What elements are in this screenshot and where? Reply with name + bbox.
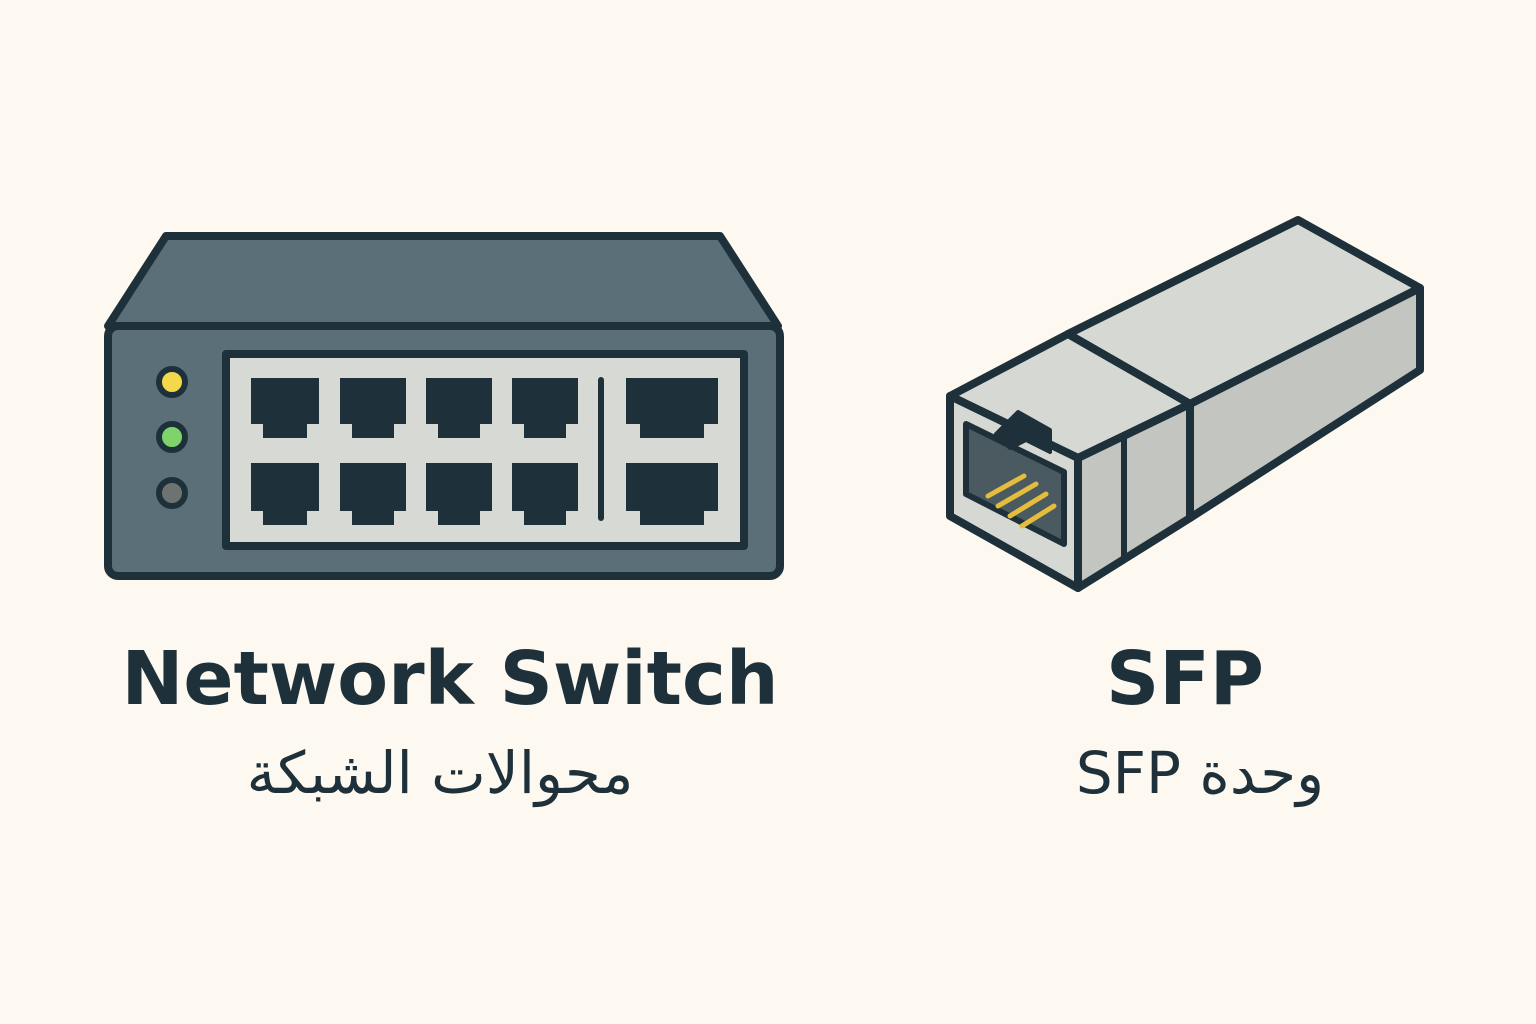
ethernet-port-icon bbox=[512, 378, 578, 438]
ethernet-port-icon bbox=[340, 463, 406, 525]
sfp-latch bbox=[994, 410, 1052, 454]
led-off-icon bbox=[156, 477, 188, 509]
ethernet-ports bbox=[251, 378, 718, 525]
ethernet-port-icon bbox=[251, 378, 319, 438]
sfp-contact-line bbox=[1019, 503, 1057, 529]
sfp-title: SFP bbox=[1105, 636, 1265, 722]
switch-top-face bbox=[104, 232, 782, 330]
ethernet-port-icon bbox=[426, 463, 492, 525]
ethernet-port-icon bbox=[340, 378, 406, 438]
switch-subtitle: محوالات الشبكة bbox=[246, 739, 634, 807]
ethernet-port-icon bbox=[626, 378, 718, 438]
sfp-module-icon bbox=[946, 216, 1424, 592]
sfp-contact-line bbox=[985, 473, 1027, 499]
ethernet-port-icon bbox=[626, 463, 718, 525]
switch-title: Network Switch bbox=[121, 636, 779, 722]
sfp-contact-line bbox=[995, 481, 1039, 509]
sfp-subtitle: وحدة SFP bbox=[1075, 739, 1325, 807]
sfp-contacts bbox=[985, 473, 1057, 529]
led-yellow-icon bbox=[156, 366, 188, 398]
ethernet-port-icon bbox=[251, 463, 319, 525]
sfp-contact-line bbox=[1007, 491, 1049, 519]
ethernet-port-icon bbox=[512, 463, 578, 525]
status-leds bbox=[156, 366, 188, 509]
led-green-icon bbox=[156, 421, 188, 453]
ethernet-port-icon bbox=[426, 378, 492, 438]
